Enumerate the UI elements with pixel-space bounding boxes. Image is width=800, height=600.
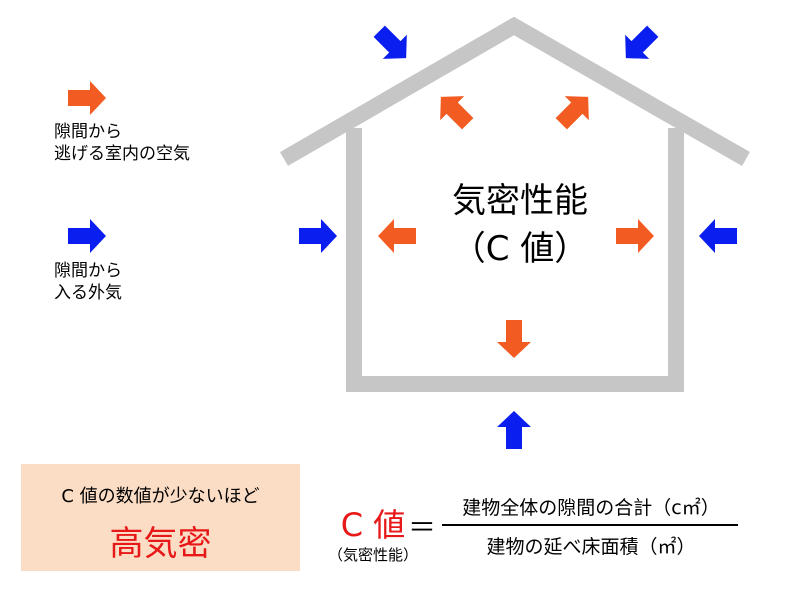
- escape-legend-line2: 逃げる室内の空気: [54, 144, 190, 164]
- house-roof: [279, 16, 750, 166]
- blue-arrow-icon: [613, 19, 665, 71]
- orange-arrow-icon: [68, 81, 106, 115]
- note-box: C 値の数値が少ないほど 高気密: [21, 464, 300, 571]
- enter-legend-label: 隙間から 入る外気: [54, 260, 122, 304]
- escape-legend-label: 隙間から 逃げる室内の空気: [54, 121, 190, 165]
- fraction-line: [442, 524, 738, 526]
- note-line: C 値の数値が少ないほど: [61, 486, 260, 507]
- house-title: 気密性能: [452, 181, 588, 221]
- blue-arrow-icon: [68, 219, 106, 253]
- blue-arrow-icon: [299, 219, 337, 253]
- enter-legend-line1: 隙間から: [54, 261, 122, 281]
- note-highlight: 高気密: [109, 524, 212, 564]
- formula-equals: ＝: [408, 511, 437, 544]
- formula-lhs: C 値: [340, 506, 406, 544]
- house-walls: [346, 128, 684, 392]
- orange-arrow-icon: [549, 84, 601, 136]
- formula-denominator: 建物の延べ床面積（㎡）: [486, 536, 696, 558]
- escape-legend-line1: 隙間から: [54, 122, 122, 142]
- orange-arrow-icon: [428, 84, 480, 136]
- enter-legend-line2: 入る外気: [54, 283, 122, 303]
- formula-numerator: 建物全体の隙間の合計（c㎡）: [462, 497, 720, 519]
- orange-arrow-icon: [497, 320, 531, 358]
- formula-lhs-sub: （気密性能）: [327, 546, 418, 564]
- blue-arrow-icon: [699, 219, 737, 253]
- house-subtitle: （C 値）: [451, 229, 589, 269]
- blue-arrow-icon: [367, 19, 419, 71]
- blue-arrow-icon: [497, 411, 531, 449]
